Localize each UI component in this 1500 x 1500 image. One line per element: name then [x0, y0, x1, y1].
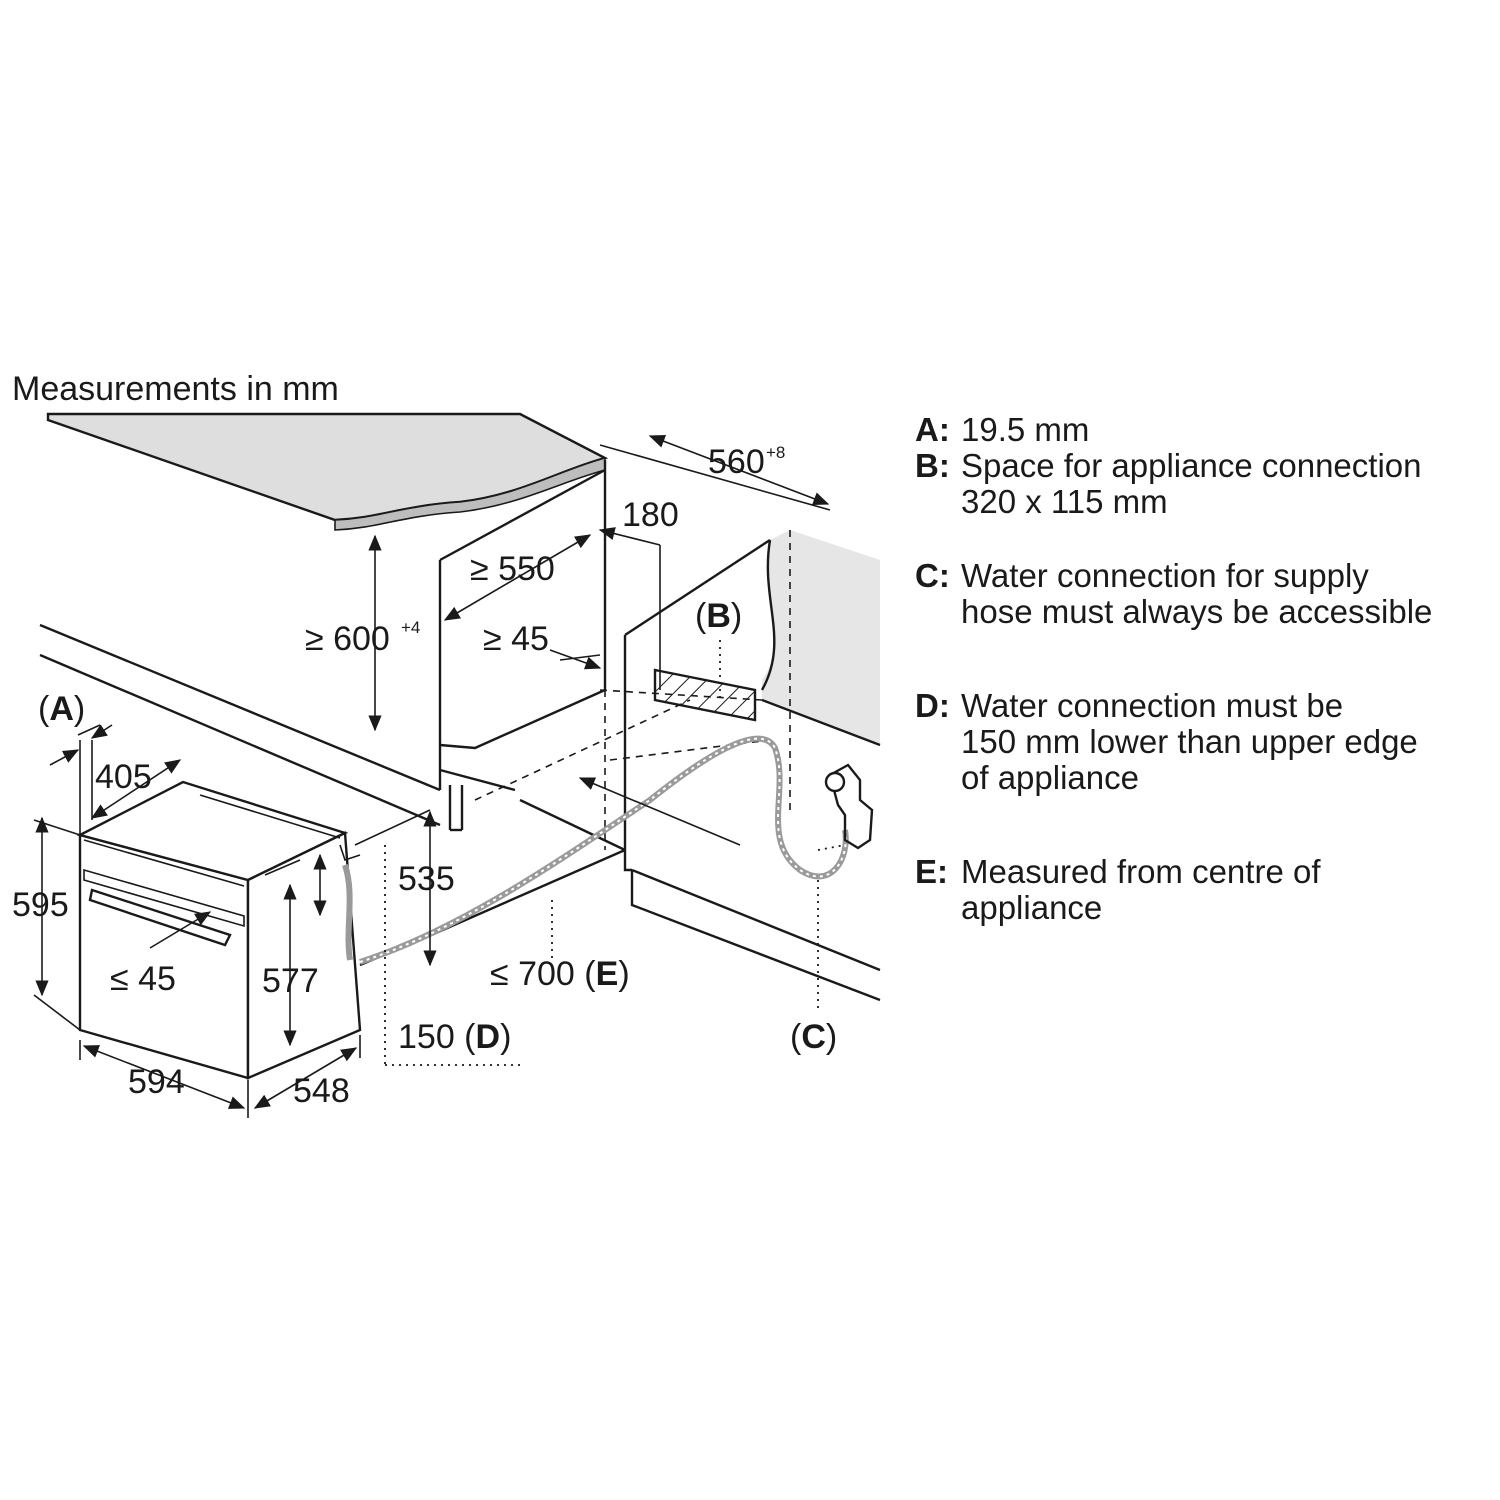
legend-text: Water connection for supply hose must al… [961, 558, 1495, 630]
dim-405: 405 [95, 758, 152, 796]
legend-item-c: C: Water connection for supply hose must… [915, 558, 1495, 630]
legend-key: B: [915, 447, 950, 484]
dim-577: 577 [262, 962, 319, 1000]
dim-600: ≥ 600 [305, 620, 390, 658]
legend-item-a: A: 19.5 mm [915, 412, 1495, 448]
legend-line: Water connection must be [961, 687, 1344, 724]
dimension-lines [33, 435, 831, 1118]
label-b: (B) [695, 597, 742, 635]
legend-key: A: [915, 411, 950, 448]
legend-line: 150 mm lower than upper edge [961, 723, 1418, 760]
dim-180: 180 [622, 496, 679, 534]
legend-line: of appliance [961, 759, 1139, 796]
side-panel [474, 530, 881, 1002]
legend-key: D: [915, 687, 950, 724]
legend-text: 19.5 mm [961, 412, 1495, 448]
worktop [46, 412, 609, 531]
legend-text: Measured from centre of appliance [961, 854, 1495, 926]
dim-560-tolerance: +8 [766, 443, 785, 462]
oven [76, 780, 362, 1080]
legend-line: Space for appliance connection [961, 447, 1422, 484]
dim-700: ≤ 700 (E) [490, 955, 630, 993]
dim-595: 595 [12, 886, 69, 924]
dim-560: 560 [708, 443, 765, 481]
reference-lines [384, 845, 553, 1066]
label-c: (C) [790, 1018, 837, 1056]
dim-535: 535 [398, 860, 455, 898]
dim-594: 594 [128, 1063, 185, 1101]
dimension-labels: 560 +8 180 ≥ 550 ≥ 600 +4 ≥ 45 (B) (A) 4… [12, 443, 837, 1110]
legend-key: C: [915, 557, 950, 594]
water-hose [342, 735, 874, 1010]
legend-line: appliance [961, 889, 1103, 926]
legend-key: E: [915, 853, 948, 890]
legend-item-b: B: Space for appliance connection 320 x … [915, 448, 1495, 520]
dim-548: 548 [293, 1072, 350, 1110]
diagram-title: Measurements in mm [12, 370, 339, 408]
legend-item-d: D: Water connection must be 150 mm lower… [915, 688, 1495, 796]
legend-line: hose must always be accessible [961, 593, 1433, 630]
legend-line: 320 x 115 mm [961, 483, 1168, 520]
dim-150: 150 (D) [398, 1018, 511, 1056]
legend-text: Space for appliance connection 320 x 115… [961, 448, 1495, 520]
dim-handle-45: ≤ 45 [110, 960, 176, 998]
connection-space-b [653, 640, 757, 722]
legend-text: Water connection must be 150 mm lower th… [961, 688, 1495, 796]
dim-gap-45: ≥ 45 [483, 620, 549, 658]
legend-line: Water connection for supply [961, 557, 1369, 594]
dim-600-tolerance: +4 [401, 618, 420, 637]
legend-item-e: E: Measured from centre of appliance [915, 854, 1495, 926]
label-a: (A) [38, 690, 85, 728]
legend: A: 19.5 mm B: Space for appliance connec… [915, 412, 1495, 926]
legend-line: Measured from centre of [961, 853, 1321, 890]
dim-550: ≥ 550 [470, 550, 555, 588]
legend-line: 19.5 mm [961, 411, 1090, 448]
